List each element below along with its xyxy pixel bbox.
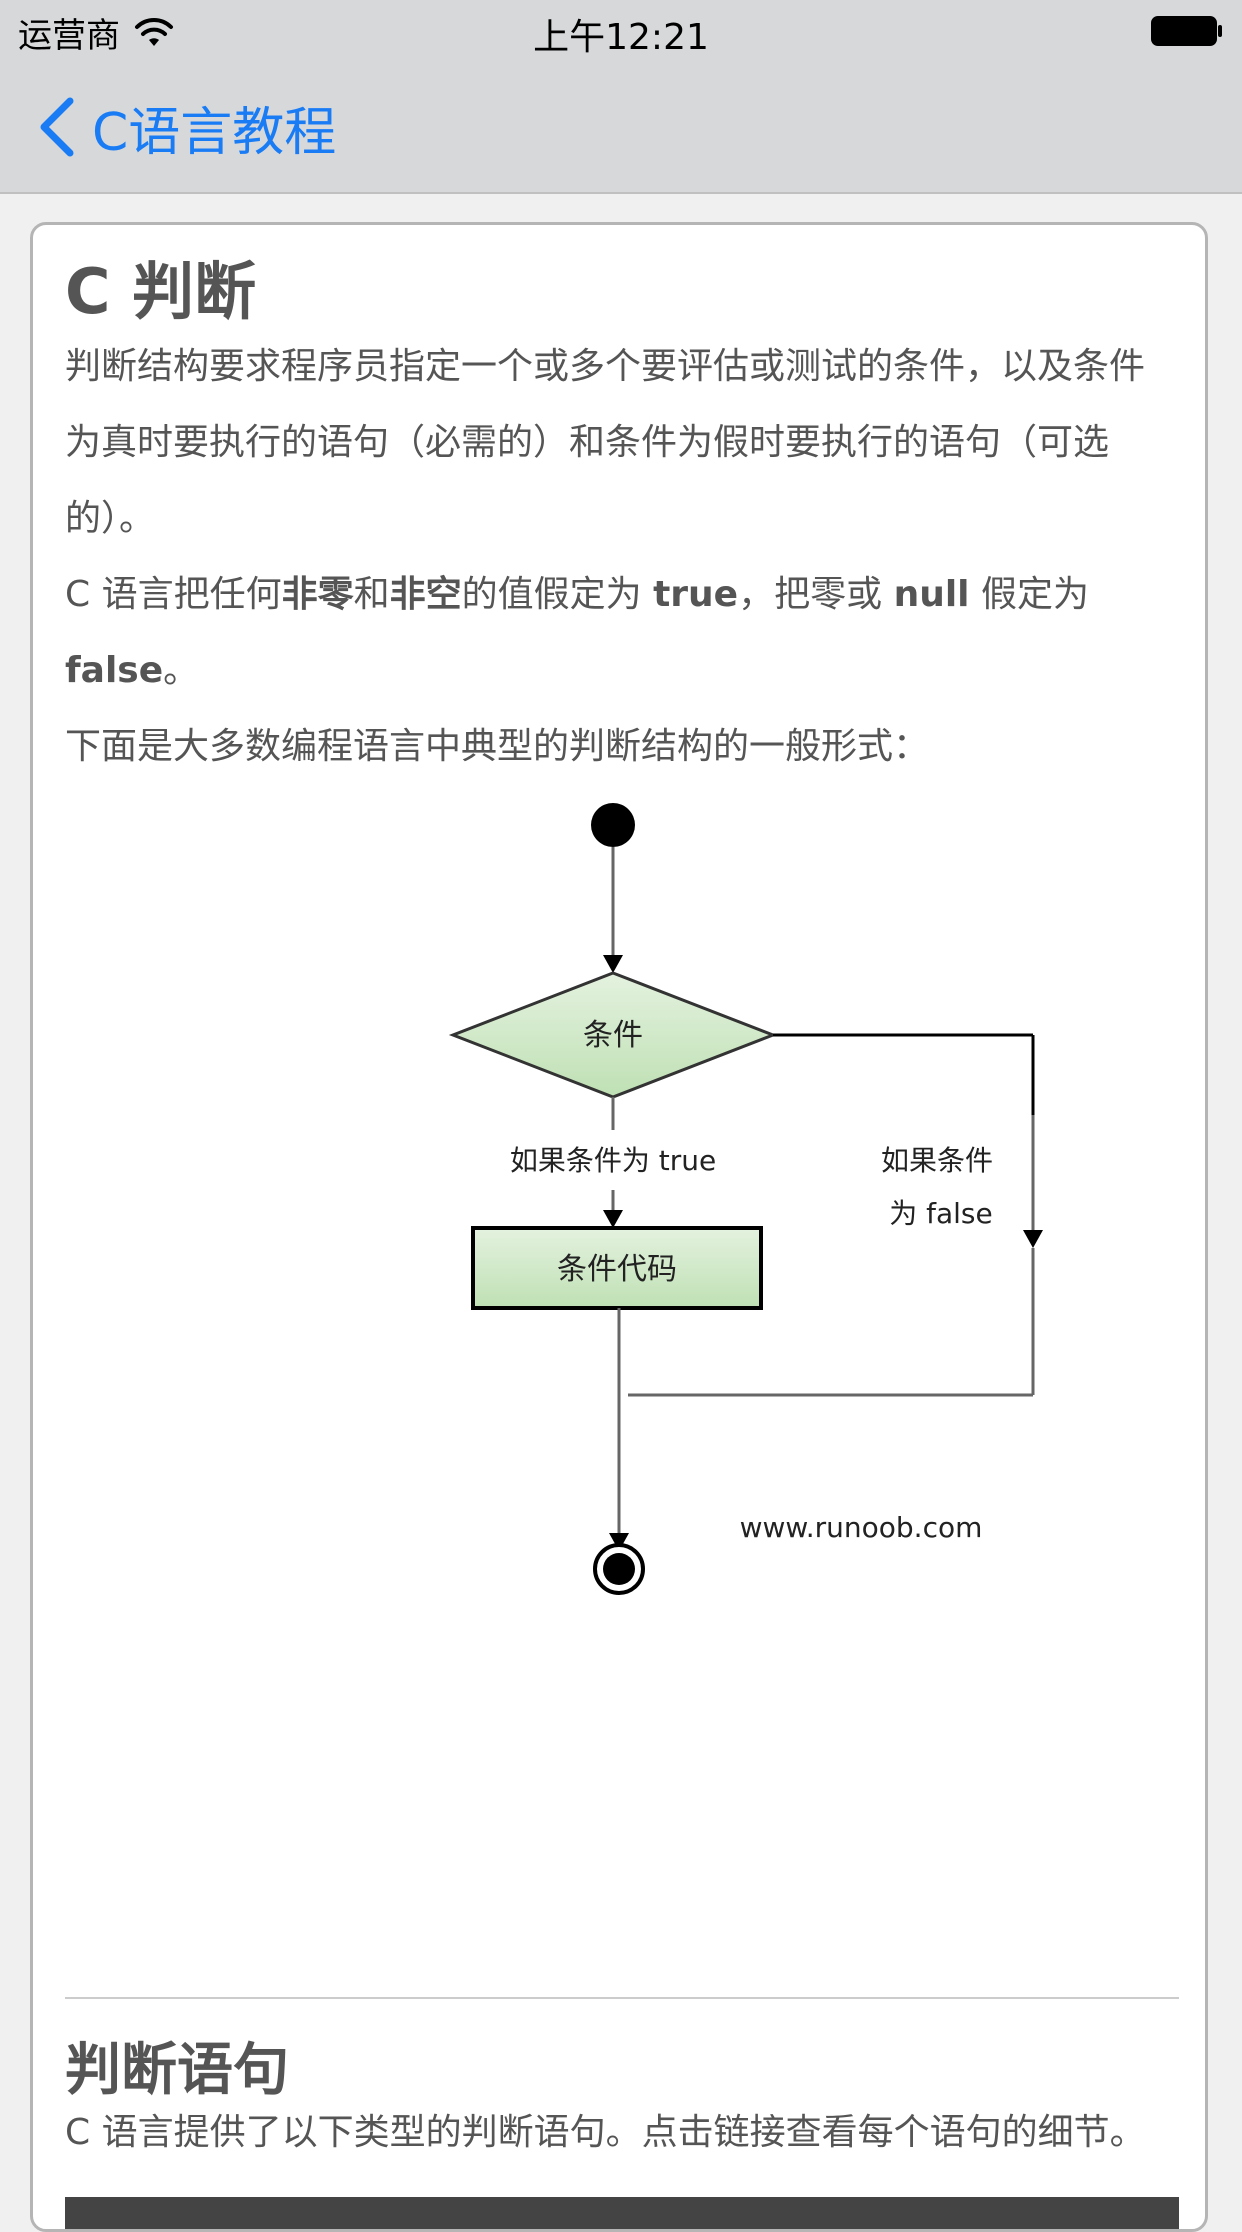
arrow-head	[609, 1533, 629, 1551]
arrow-head	[1023, 1230, 1043, 1248]
section-description: C 语言提供了以下类型的判断语句。点击链接查看每个语句的细节。	[65, 2112, 1146, 2153]
condition-code-label: 条件代码	[557, 1252, 677, 1287]
nav-bar: C语言教程	[0, 62, 1242, 194]
page-title: C 判断	[65, 255, 257, 328]
text-span: C 语言把任何	[65, 574, 282, 616]
chevron-left-icon	[40, 97, 74, 157]
bold-nonzero: 非零	[281, 574, 354, 616]
section-title: 判断语句	[65, 2038, 289, 2103]
text-span: ，把零或	[738, 574, 894, 616]
bold-false: false	[65, 650, 164, 692]
bold-nonempty: 非空	[389, 574, 462, 616]
bold-true: true	[653, 574, 739, 616]
section-divider	[65, 1997, 1179, 1999]
wifi-icon	[135, 17, 173, 46]
status-bar: 运营商 上午12:21	[0, 0, 1242, 62]
watermark-label: www.runoob.com	[740, 1511, 983, 1544]
text-span: 的值假定为	[461, 574, 654, 616]
table-header	[65, 2197, 1179, 2229]
condition-code-box	[471, 1226, 763, 1310]
true-branch-label: 如果条件为 true	[510, 1144, 716, 1177]
arrow-head	[603, 955, 623, 973]
decision-flowchart: 条件 如果条件为 true 条件代码 如果条件 为 false www.runo…	[448, 803, 1043, 1595]
end-node-inner	[603, 1553, 635, 1585]
false-branch-label-2: 为 false	[889, 1197, 993, 1230]
intro-paragraph: 判断结构要求程序员指定一个或多个要评估或测试的条件，以及条件为真时要执行的语句（…	[65, 346, 1146, 540]
text-span: 。	[163, 650, 200, 692]
start-node	[591, 803, 635, 847]
arrow-head	[603, 1210, 623, 1228]
false-branch-label-1: 如果条件	[881, 1144, 993, 1177]
text-span: 假定为	[969, 574, 1089, 616]
carrier-label: 运营商	[18, 16, 120, 56]
text-span: 和	[353, 574, 390, 616]
condition-label: 条件	[583, 1018, 643, 1053]
truthy-paragraph: C 语言把任何非零和非空的值假定为 true，把零或 null 假定为 fals…	[65, 557, 1173, 709]
back-button[interactable]: C语言教程	[36, 90, 336, 165]
form-paragraph: 下面是大多数编程语言中典型的判断结构的一般形式：	[65, 726, 930, 768]
content-card: C 判断 判断结构要求程序员指定一个或多个要评估或测试的条件，以及条件为真时要执…	[30, 222, 1208, 2232]
status-left: 运营商	[18, 8, 174, 57]
status-time: 上午12:21	[533, 17, 709, 58]
bold-null: null	[893, 574, 970, 616]
back-label: C语言教程	[92, 102, 337, 163]
battery-icon	[1151, 16, 1222, 46]
